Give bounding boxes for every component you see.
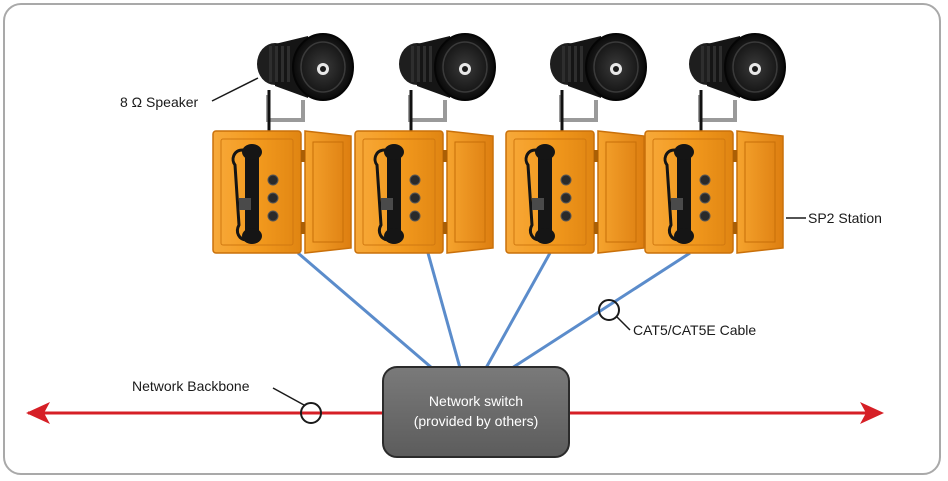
station-unit (505, 33, 647, 254)
horn-speaker-icon (689, 33, 786, 101)
arrow-left-icon (26, 402, 50, 424)
sp2-station-enclosure (354, 130, 494, 254)
backbone-label: Network Backbone (132, 378, 250, 394)
sp2-station-enclosure (212, 130, 352, 254)
cables (297, 251, 691, 370)
sp2-station-enclosure (505, 130, 645, 254)
horn-speaker-icon (550, 33, 647, 101)
arrow-right-icon (860, 402, 884, 424)
switch-label-line1: Network switch (429, 393, 523, 409)
station-callout: SP2 Station (786, 210, 882, 226)
circle-marker-icon (598, 299, 620, 321)
phone-handset-icon (373, 144, 404, 244)
switch-label-line2: (provided by others) (414, 413, 539, 429)
cable-2 (426, 252, 462, 369)
phone-handset-icon (663, 144, 694, 244)
circle-marker-icon (300, 402, 322, 424)
cable-callout: CAT5/CAT5E Cable (598, 299, 756, 338)
sp2-station-enclosure (644, 130, 784, 254)
cable-label: CAT5/CAT5E Cable (633, 322, 756, 338)
phone-handset-icon (524, 144, 555, 244)
speaker-callout: 8 Ω Speaker (120, 77, 259, 110)
station-unit (354, 33, 496, 254)
phone-handset-icon (231, 144, 262, 244)
backbone-callout: Network Backbone (132, 378, 322, 424)
cable-3 (484, 252, 552, 369)
horn-speaker-icon (399, 33, 496, 101)
station-unit (644, 33, 786, 254)
horn-speaker-icon (257, 33, 354, 101)
cable-1 (297, 251, 433, 370)
stations (212, 33, 786, 254)
station-unit (212, 33, 354, 254)
station-label: SP2 Station (808, 210, 882, 226)
speaker-label: 8 Ω Speaker (120, 94, 199, 110)
cable-4 (511, 251, 691, 370)
network-switch: Network switch (provided by others) (382, 366, 570, 458)
